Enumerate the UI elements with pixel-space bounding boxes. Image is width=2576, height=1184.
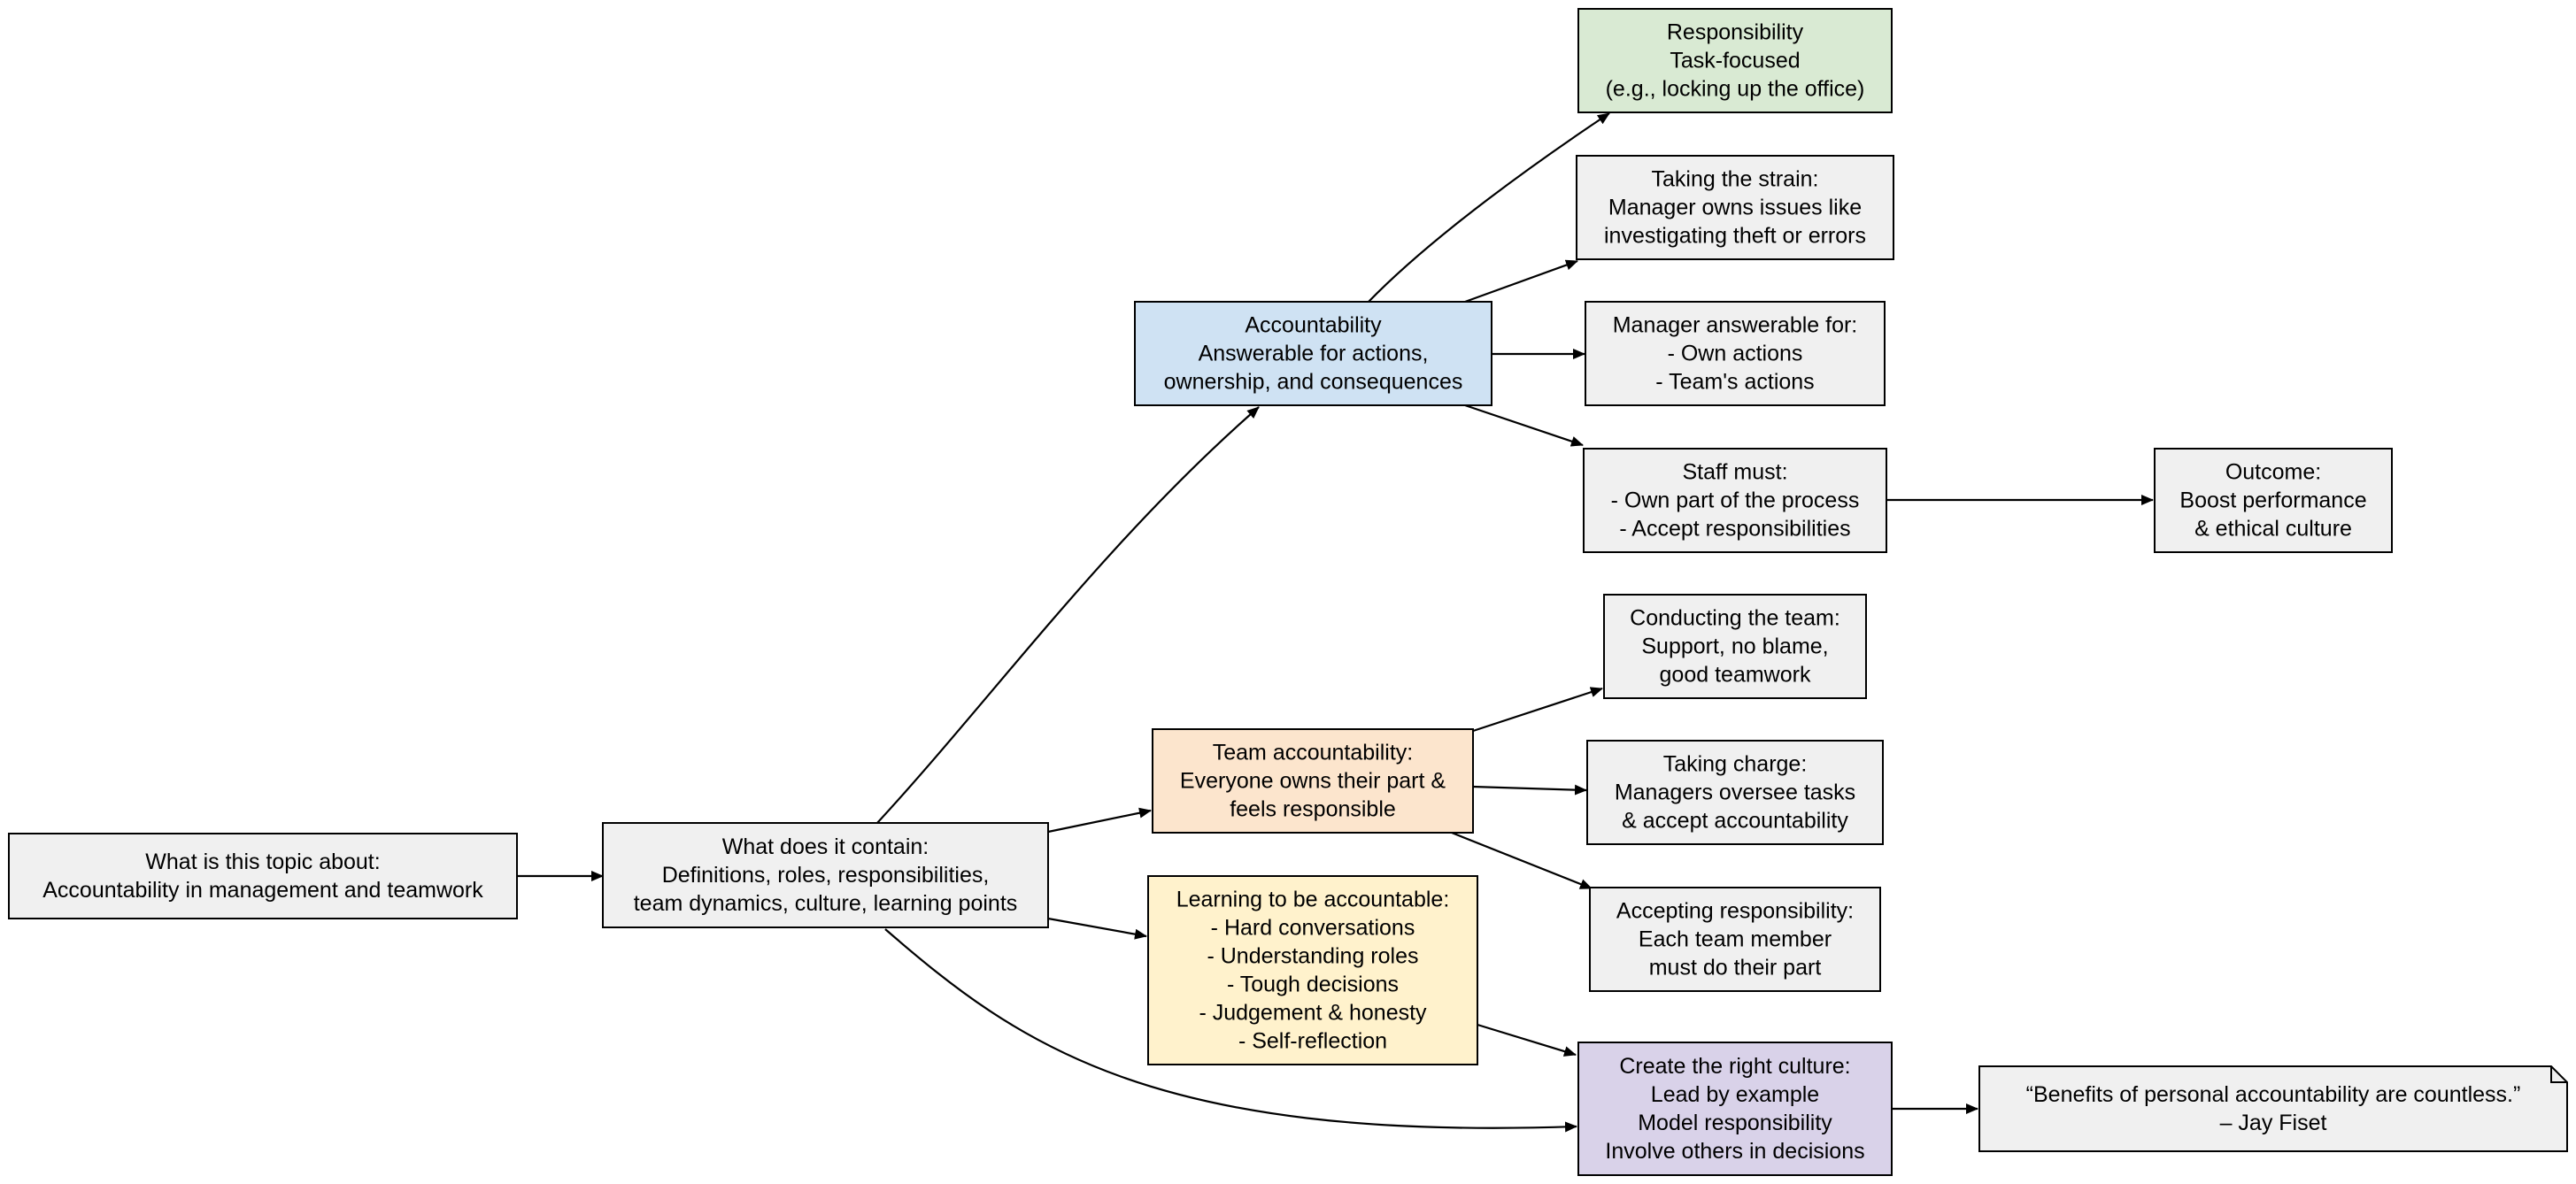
node-text-line: Accountability in management and teamwor…: [42, 878, 483, 903]
node-text-line: feels responsible: [1230, 797, 1396, 822]
node-text-line: Accepting responsibility:: [1616, 899, 1854, 924]
node-box: [1589, 887, 1881, 992]
node-text-line: What does it contain:: [722, 834, 929, 859]
node-text-line: Each team member: [1639, 927, 1832, 952]
node-text-line: - Hard conversations: [1211, 916, 1415, 941]
node-text-line: Accountability: [1245, 313, 1382, 338]
node-text-line: Managers oversee tasks: [1615, 780, 1855, 805]
node-text-line: - Own actions: [1668, 342, 1803, 366]
node-text-line: - Self-reflection: [1238, 1029, 1387, 1054]
node-staff-must: Staff must: - Own part of the process - Ac…: [1583, 448, 1887, 553]
node-text-line: “Benefits of personal accountability are…: [2026, 1082, 2521, 1107]
node-taking-strain: Taking the strain: Manager owns issues li…: [1576, 155, 1894, 260]
node-box: [1585, 301, 1886, 406]
node-text-line: Task-focused: [1670, 49, 1800, 73]
node-box: [1577, 8, 1893, 113]
node-text-line: ownership, and consequences: [1164, 370, 1463, 395]
edge-contents-to-culture: [884, 928, 1577, 1133]
node-learning: Learning to be accountable: - Hard conver…: [1147, 875, 1478, 1065]
node-text-line: – Jay Fiset: [2220, 1111, 2327, 1135]
node-outcome: Outcome: Boost performance & ethical cultu…: [2154, 448, 2393, 553]
node-box: [8, 833, 518, 919]
edge-contents-to-accountability: [876, 406, 1260, 824]
node-text-line: Conducting the team:: [1630, 606, 1840, 631]
node-team-accountability: Team accountability: Everyone owns their …: [1152, 728, 1474, 834]
node-text-line: Manager answerable for:: [1613, 313, 1858, 338]
node-box: [1147, 875, 1478, 1065]
node-box: [1152, 728, 1474, 834]
node-topic: What is this topic about: Accountability …: [8, 833, 518, 919]
node-text-line: good teamwork: [1660, 663, 1811, 688]
node-conducting: Conducting the team: Support, no blame, go…: [1603, 594, 1867, 699]
node-text-line: & ethical culture: [2194, 517, 2352, 542]
edge-team-accountability-to-conducting: [1472, 687, 1603, 733]
node-culture: Create the right culture: Lead by example…: [1577, 1042, 1893, 1176]
node-box: [1586, 740, 1884, 845]
edges-layer: [518, 112, 2154, 1133]
node-text-line: - Team's actions: [1655, 370, 1814, 395]
node-quote: “Benefits of personal accountability are…: [1978, 1065, 2568, 1152]
node-text-line: Everyone owns their part &: [1180, 769, 1446, 794]
node-text-line: Outcome:: [2225, 460, 2321, 485]
node-text-line: must do their part: [1649, 956, 1822, 980]
node-box: [602, 822, 1049, 928]
node-text-line: team dynamics, culture, learning points: [634, 891, 1018, 916]
node-text-line: Answerable for actions,: [1199, 342, 1429, 366]
node-manager-answerable: Manager answerable for: - Own actions - Te…: [1585, 301, 1886, 406]
node-text-line: Lead by example: [1651, 1082, 1819, 1107]
node-text-line: investigating theft or errors: [1604, 224, 1866, 249]
note-fold: [2550, 1066, 2567, 1083]
node-text-line: - Judgement & honesty: [1199, 1001, 1427, 1026]
node-box: [1134, 301, 1492, 406]
node-text-line: (e.g., locking up the office): [1606, 77, 1865, 102]
node-text-line: Team accountability:: [1213, 741, 1414, 765]
node-box: [1576, 155, 1894, 260]
edge-contents-to-learning: [1047, 917, 1147, 940]
node-contents: What does it contain: Definitions, roles,…: [602, 822, 1049, 928]
node-text-line: Model responsibility: [1638, 1111, 1832, 1135]
node-box: [1978, 1065, 2568, 1152]
nodes-layer: What is this topic about: Accountability …: [8, 8, 2568, 1176]
edge-learning-to-culture: [1477, 1023, 1577, 1057]
node-text-line: Boost performance: [2179, 488, 2366, 513]
node-text-line: Support, no blame,: [1641, 634, 1828, 659]
node-text-line: - Accept responsibilities: [1619, 517, 1850, 542]
node-text-line: What is this topic about:: [145, 850, 380, 874]
node-taking-charge: Taking charge: Managers oversee tasks & ac…: [1586, 740, 1884, 845]
node-text-line: Taking charge:: [1663, 752, 1808, 777]
node-box: [1577, 1042, 1893, 1176]
node-text-line: Responsibility: [1667, 20, 1804, 45]
node-box: [1583, 448, 1887, 553]
node-text-line: & accept accountability: [1622, 809, 1848, 834]
node-text-line: - Understanding roles: [1207, 944, 1418, 969]
node-text-line: Definitions, roles, responsibilities,: [662, 863, 990, 888]
node-box: [1603, 594, 1867, 699]
edge-accountability-to-staff-must: [1464, 404, 1584, 447]
node-text-line: Staff must:: [1682, 460, 1787, 485]
edge-team-accountability-to-taking-charge: [1472, 784, 1587, 796]
node-text-line: Learning to be accountable:: [1176, 888, 1450, 912]
node-text-line: - Tough decisions: [1227, 973, 1399, 997]
node-text-line: - Own part of the process: [1611, 488, 1860, 513]
node-box: [2154, 448, 2393, 553]
node-accepting: Accepting responsibility: Each team membe…: [1589, 887, 1881, 992]
edge-accountability-to-taking-strain: [1464, 259, 1578, 304]
edge-contents-to-team-accountability: [1047, 807, 1152, 834]
edge-team-accountability-to-accepting: [1451, 831, 1593, 890]
node-text-line: Create the right culture:: [1619, 1054, 1850, 1079]
edge-accountability-to-responsibility: [1368, 112, 1610, 303]
node-text-line: Manager owns issues like: [1608, 196, 1862, 220]
node-text-line: Involve others in decisions: [1605, 1139, 1864, 1164]
node-text-line: Taking the strain:: [1652, 167, 1819, 192]
